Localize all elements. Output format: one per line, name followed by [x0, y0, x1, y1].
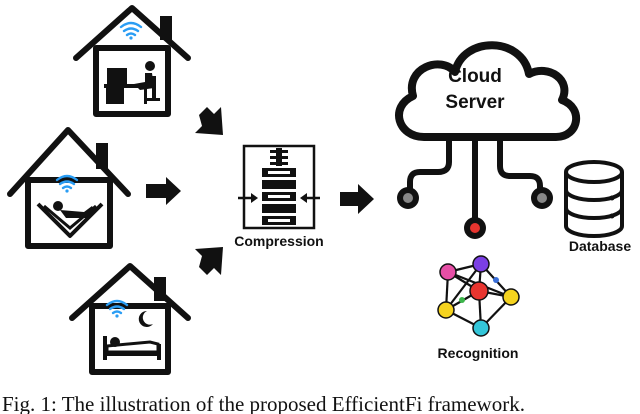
database-icon	[564, 160, 624, 238]
recognition-label: Recognition	[438, 345, 519, 361]
arrow-office-to-compression	[195, 107, 223, 135]
cloud-label-line2: Server	[445, 92, 505, 113]
arrow-compression-to-cloud	[340, 184, 374, 214]
compression-press-icon	[238, 144, 320, 230]
wifi-icon	[55, 174, 79, 193]
cloud-connectors	[407, 137, 543, 218]
house-bed-icon	[69, 263, 191, 375]
wifi-icon	[105, 299, 129, 318]
database-label: Database	[569, 238, 631, 254]
neural-network-icon	[437, 255, 520, 337]
wifi-icon	[119, 21, 143, 40]
arrow-living-to-compression	[146, 177, 181, 205]
cloud-icon: Cloud Server	[395, 41, 581, 141]
compression-label: Compression	[234, 233, 323, 249]
house-hammock-icon	[7, 127, 131, 249]
figure-caption: Fig. 1: The illustration of the proposed…	[2, 392, 525, 414]
house-desk-icon	[73, 5, 191, 117]
arrow-bedroom-to-compression	[195, 247, 223, 275]
cloud-label-line1: Cloud	[448, 66, 502, 87]
